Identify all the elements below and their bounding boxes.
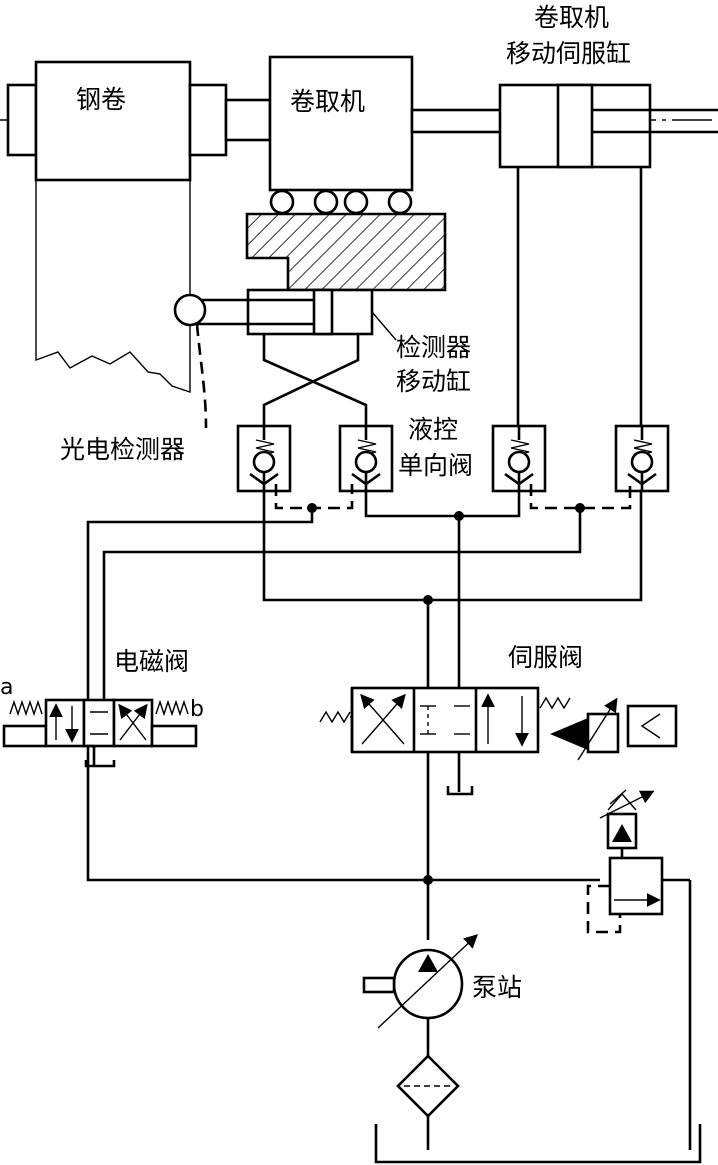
- label-check-valve-2: 单向阀: [398, 451, 473, 480]
- pump: [362, 880, 479, 1056]
- label-coiler: 卷取机: [290, 87, 365, 116]
- label-port-b: b: [190, 697, 204, 722]
- label-detector-cylinder-1: 检测器: [396, 333, 471, 362]
- detector-cylinder-lines: [262, 334, 368, 426]
- check-valve-1: [236, 424, 292, 493]
- check-valve-2: [338, 424, 394, 493]
- label-coil: 钢卷: [76, 85, 126, 114]
- coiler: [268, 55, 414, 215]
- label-servo-cylinder-1: 卷取机: [534, 3, 609, 32]
- label-solenoid-valve: 电磁阀: [114, 647, 189, 676]
- servo-valve: [319, 686, 678, 796]
- line-cv1-cv4: [262, 491, 643, 602]
- solenoid-pilot-line-2: [102, 508, 582, 700]
- solenoid-pilot-line-1: [86, 508, 314, 700]
- pressure-line: [86, 744, 430, 882]
- label-pump-station: 泵站: [472, 973, 522, 1002]
- label-check-valve-1: 液控: [408, 415, 458, 444]
- tank: [374, 1124, 702, 1164]
- label-servo-valve: 伺服阀: [508, 643, 583, 672]
- label-detector-cylinder-2: 移动缸: [396, 367, 471, 396]
- pilot-line-right: [529, 484, 632, 510]
- detector-cylinder: [198, 288, 397, 341]
- photoelectric-detector: [173, 293, 208, 429]
- check-valve-3: [491, 424, 547, 493]
- check-valve-4: [614, 424, 670, 493]
- line-cv2-cv3: [364, 491, 521, 518]
- filter: [396, 1054, 460, 1150]
- coiler-shaft: [224, 98, 272, 142]
- label-servo-cylinder-2: 移动伺服缸: [506, 39, 631, 68]
- coiler-servo-cylinder: [498, 83, 718, 169]
- label-photoelectric-detector: 光电检测器: [60, 435, 185, 464]
- label-port-a: a: [0, 675, 13, 700]
- coiler-base: [245, 212, 447, 292]
- solenoid-valve: [2, 698, 198, 768]
- relief-valve: [586, 789, 692, 1150]
- steel-coil: [6, 60, 228, 393]
